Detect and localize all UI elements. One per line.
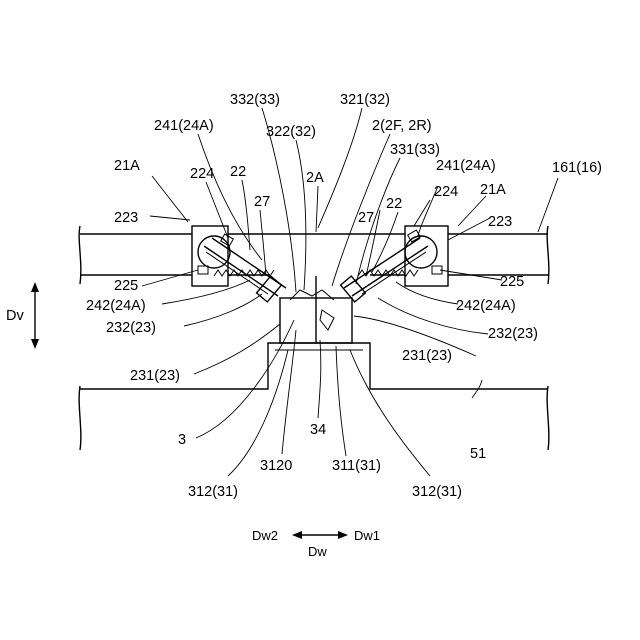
label-312-right: 312(31) <box>412 484 462 500</box>
label-232-right: 232(23) <box>488 326 538 342</box>
label-224-left: 224 <box>190 166 214 182</box>
label-331: 331(33) <box>390 142 440 158</box>
label-21a-left: 21A <box>114 158 140 174</box>
label-225-right: 225 <box>500 274 524 290</box>
label-2a: 2A <box>306 170 324 186</box>
label-dw1: Dw1 <box>354 528 380 543</box>
label-321: 321(32) <box>340 92 390 108</box>
label-34: 34 <box>310 422 326 438</box>
label-dw2: Dw2 <box>252 528 278 543</box>
label-225-left: 225 <box>114 278 138 294</box>
label-223-right: 223 <box>488 214 512 230</box>
label-27-right: 27 <box>358 210 374 226</box>
label-223-left: 223 <box>114 210 138 226</box>
label-312-left: 312(31) <box>188 484 238 500</box>
label-242-right: 242(24A) <box>456 298 516 314</box>
reference-labels: 332(33) 321(32) 241(24A) 322(32) 2(2F, 2… <box>6 92 602 559</box>
right-housing <box>405 226 448 286</box>
beam-structure <box>79 226 549 284</box>
label-161: 161(16) <box>552 160 602 176</box>
label-241-right: 241(24A) <box>436 158 496 174</box>
label-322: 322(32) <box>266 124 316 140</box>
label-22-left: 22 <box>230 164 246 180</box>
label-3120: 3120 <box>260 458 292 474</box>
label-2: 2(2F, 2R) <box>372 118 432 134</box>
label-224-right: 224 <box>434 184 458 200</box>
label-dv: Dv <box>6 308 24 324</box>
dw-arrow <box>292 531 348 539</box>
label-dw: Dw <box>308 544 327 559</box>
label-332: 332(33) <box>230 92 280 108</box>
label-231-left: 231(23) <box>130 368 180 384</box>
dv-arrow <box>31 282 39 349</box>
label-231-right: 231(23) <box>402 348 452 364</box>
label-3: 3 <box>178 432 186 448</box>
label-241-upper: 241(24A) <box>154 118 214 134</box>
label-232-left: 232(23) <box>106 320 156 336</box>
label-51: 51 <box>470 446 486 462</box>
label-311: 311(31) <box>332 458 381 474</box>
label-22-right: 22 <box>386 196 402 212</box>
label-27-left: 27 <box>254 194 270 210</box>
label-242-left: 242(24A) <box>86 298 146 314</box>
label-21a-right: 21A <box>480 182 506 198</box>
